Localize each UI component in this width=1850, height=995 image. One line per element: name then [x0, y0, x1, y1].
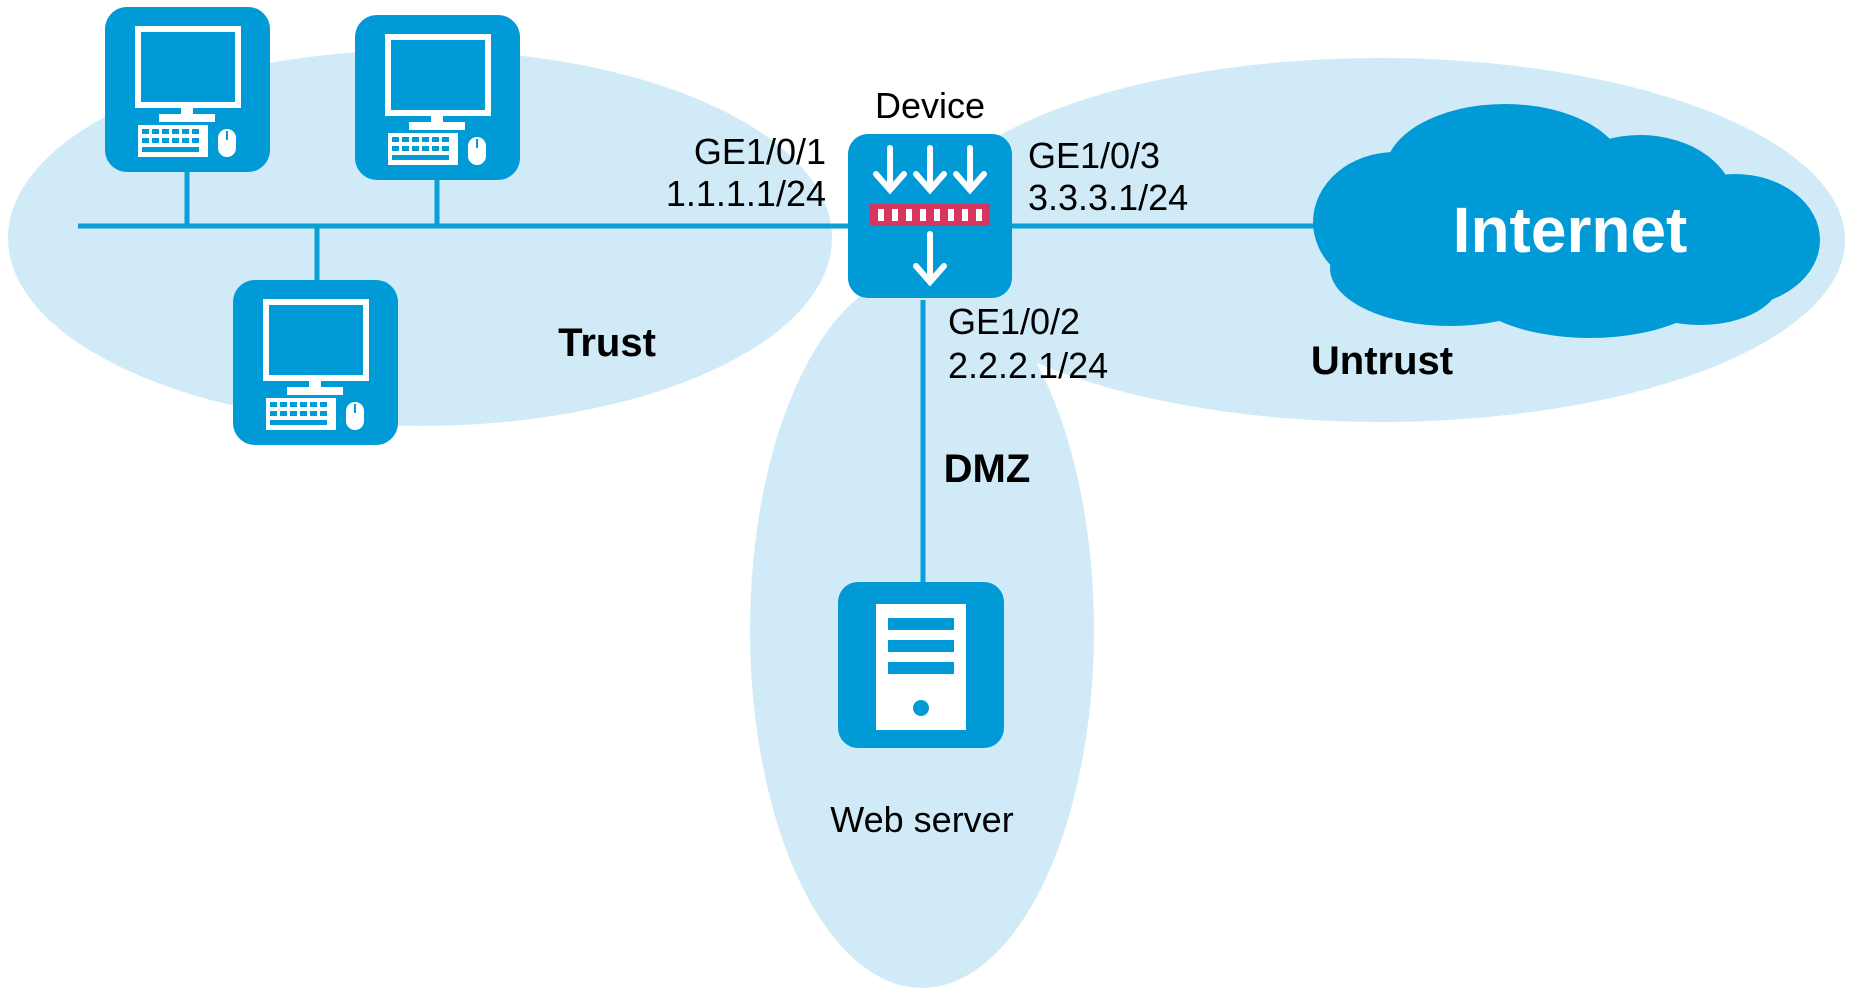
- ge1-ip-label: 1.1.1.1/24: [666, 173, 826, 214]
- internet-label: Internet: [1453, 194, 1688, 266]
- ge3-name-label: GE1/0/3: [1028, 135, 1160, 176]
- device-label: Device: [875, 85, 985, 126]
- trust-zone-label: Trust: [558, 321, 656, 365]
- ge2-name-label: GE1/0/2: [948, 301, 1080, 342]
- ge2-ip-label: 2.2.2.1/24: [948, 345, 1108, 386]
- untrust-zone-label: Untrust: [1311, 339, 1453, 383]
- ge3-ip-label: 3.3.3.1/24: [1028, 177, 1188, 218]
- pc-icon: [105, 7, 270, 172]
- pc-icon: [233, 280, 398, 445]
- firewall-icon: [848, 134, 1012, 298]
- web-server-label: Web server: [830, 799, 1013, 840]
- server-icon: [838, 582, 1004, 748]
- dmz-zone-label: DMZ: [944, 447, 1031, 491]
- ge1-name-label: GE1/0/1: [694, 131, 826, 172]
- pc-icon: [355, 15, 520, 180]
- cloud-icon: [1313, 104, 1820, 338]
